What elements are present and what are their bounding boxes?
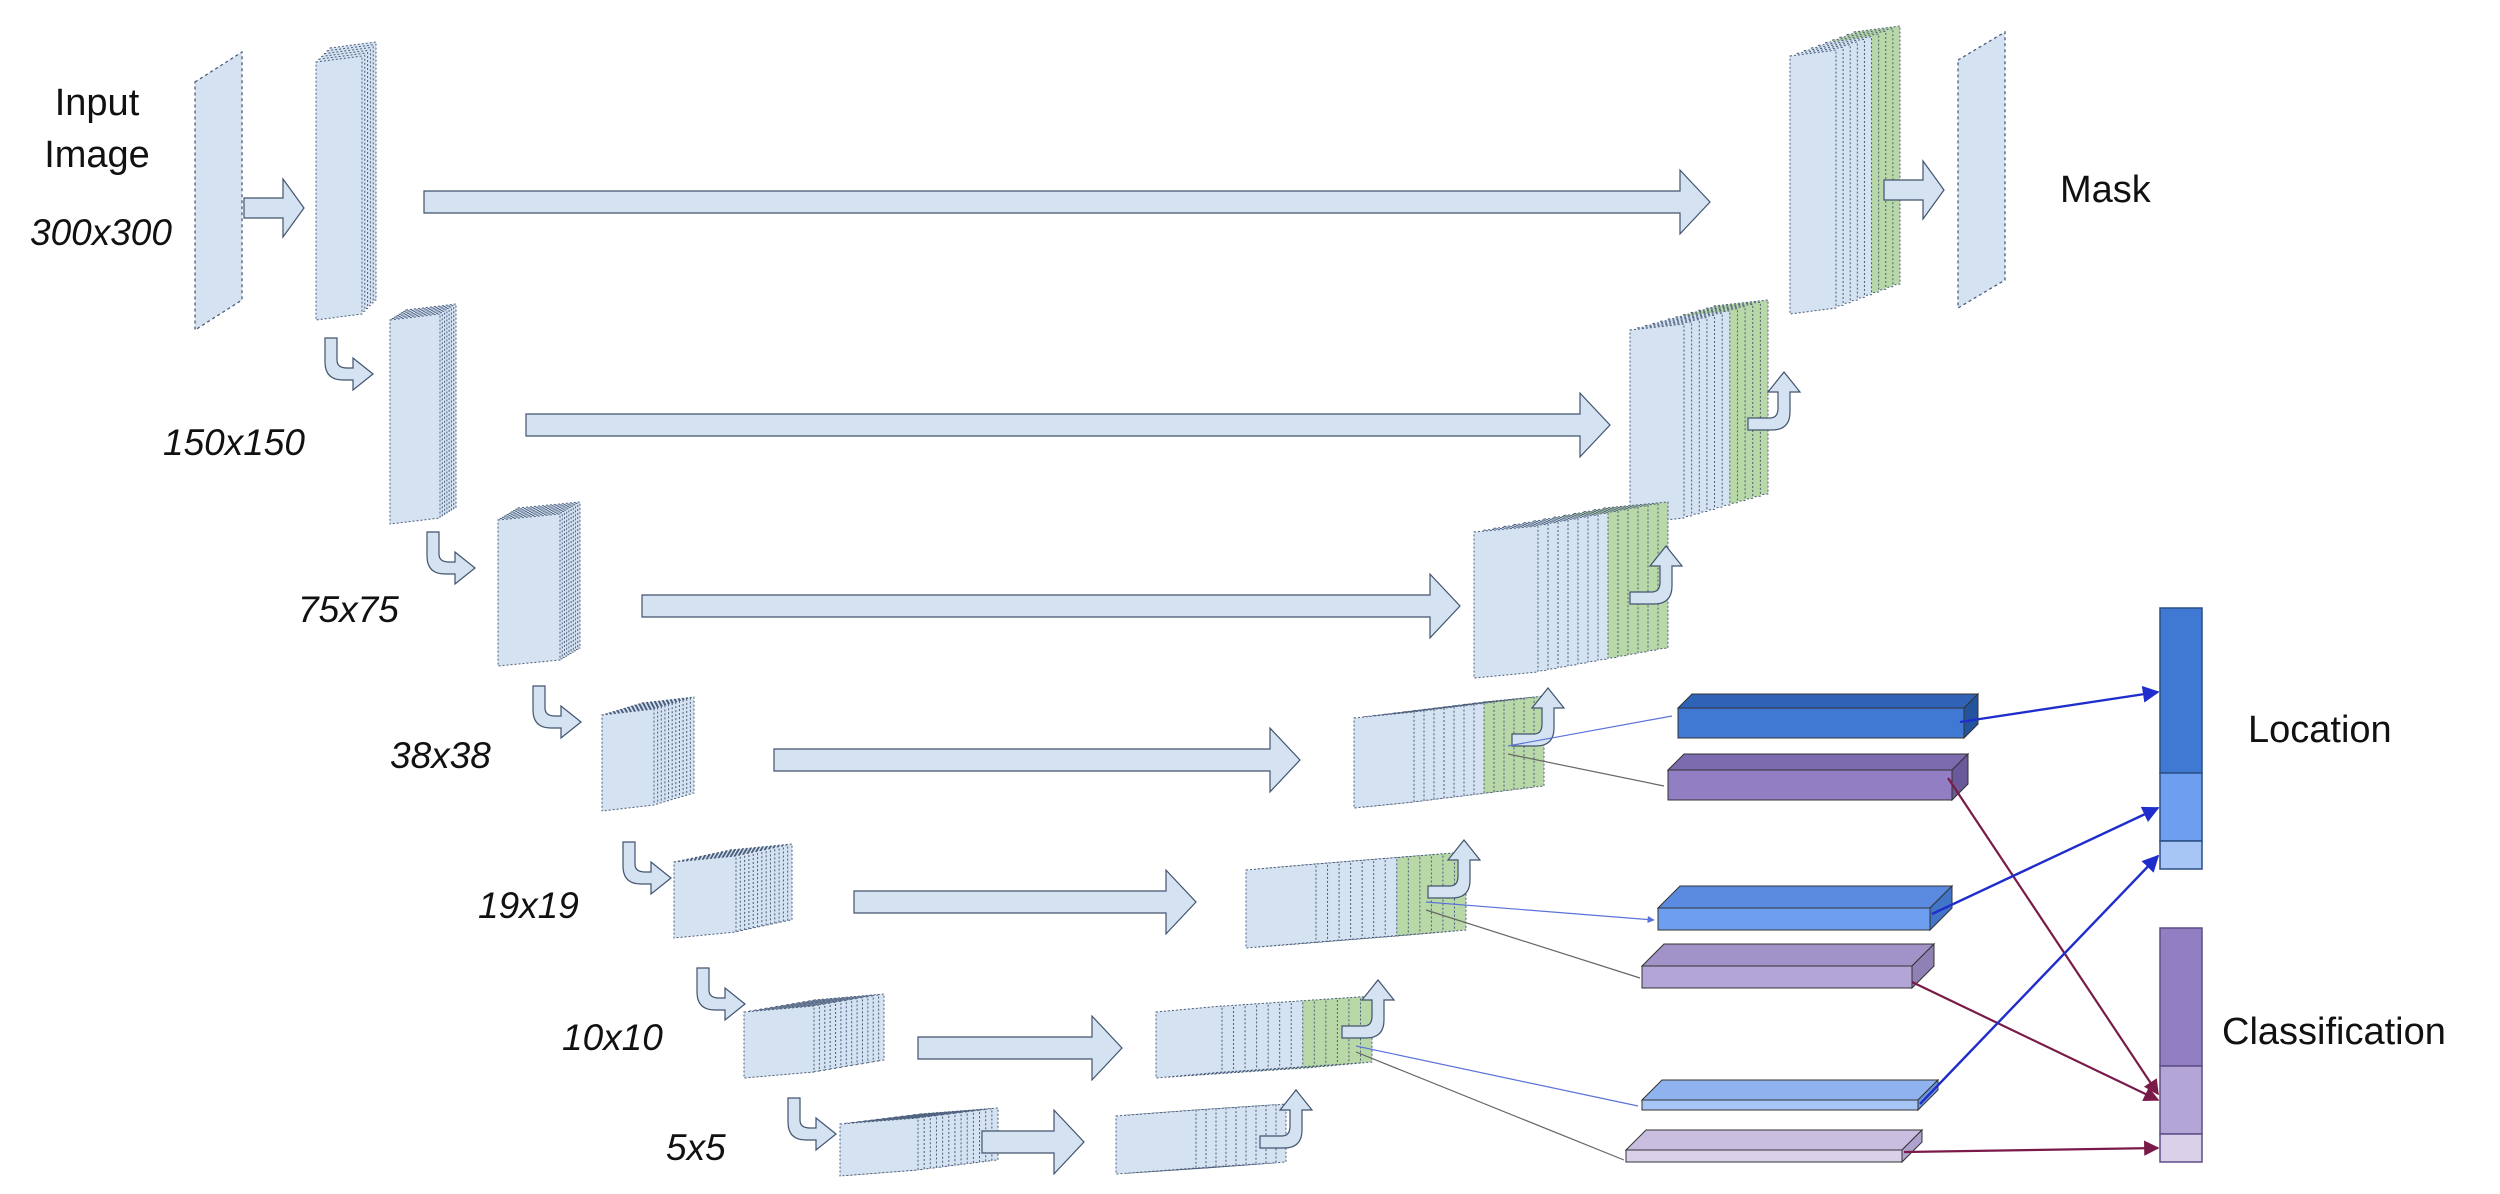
classification-head-bar-38 <box>1666 752 1970 802</box>
classification-label: Classification <box>2222 1011 2446 1053</box>
encoder-stack-300 <box>315 41 377 321</box>
encoder-stack-75 <box>497 501 581 667</box>
down-arrow-1 <box>324 337 374 392</box>
input-to-encoder-arrow <box>243 177 305 239</box>
encoder-stack-10 <box>743 993 885 1079</box>
down-arrow-4 <box>622 841 672 896</box>
location-head-bar-10 <box>1640 1078 1940 1112</box>
thin-link-19-cls <box>1425 909 1641 979</box>
head-to-output-links <box>1355 685 2160 1161</box>
classification-output-segment-1 <box>2159 927 2203 1067</box>
skip-arrow-300 <box>423 168 1711 236</box>
decoder-stack-38 <box>1353 695 1545 809</box>
resolution-label-10: 10x10 <box>562 1017 663 1058</box>
resolution-label-5: 5x5 <box>666 1127 726 1168</box>
encoder-stack-19 <box>673 843 793 939</box>
skip-arrow-19 <box>853 868 1197 936</box>
input-image-sheet <box>194 50 243 332</box>
classification-output-column <box>2159 927 2203 1163</box>
up-arrow-4 <box>1511 687 1566 747</box>
location-output-segment-2 <box>2159 772 2203 842</box>
up-arrow-1 <box>1259 1089 1314 1149</box>
location-head-bar-38 <box>1676 692 1980 740</box>
resolution-label-75: 75x75 <box>298 589 399 630</box>
skip-arrow-38 <box>773 726 1301 794</box>
up-arrow-3 <box>1427 839 1482 899</box>
down-arrow-3 <box>532 685 582 740</box>
decoder-stack-150 <box>1629 299 1769 525</box>
resolution-label-19: 19x19 <box>478 885 579 926</box>
resolution-label-38: 38x38 <box>390 735 491 776</box>
link-38-classification <box>1947 777 2159 1096</box>
thin-link-38-loc <box>1507 715 1673 747</box>
link-38-location <box>1959 685 2160 724</box>
mask-label: Mask <box>2060 169 2152 211</box>
up-arrow-2 <box>1341 979 1396 1039</box>
resolution-label-150: 150x150 <box>163 422 305 463</box>
prediction-heads <box>1624 692 1980 1164</box>
encoder-stack-5 <box>839 1107 999 1177</box>
decoder-stack-5 <box>1115 1103 1287 1175</box>
thin-link-10-cls <box>1355 1051 1625 1161</box>
classification-head-bar-10 <box>1624 1128 1924 1164</box>
encoder-stack-150 <box>389 303 457 525</box>
classification-output-segment-2 <box>2159 1065 2203 1135</box>
connection-arrows <box>243 159 1945 1176</box>
encoder-stack-38 <box>601 696 695 812</box>
thin-link-10-loc <box>1355 1045 1639 1107</box>
thin-link-19-loc <box>1425 901 1655 924</box>
decoder-stack-19 <box>1245 851 1467 949</box>
mask-sheet <box>1957 30 2006 310</box>
input-label-line1: Input <box>55 82 140 124</box>
down-arrow-5 <box>696 967 746 1022</box>
classification-output-segment-3 <box>2159 1133 2203 1163</box>
thin-link-38-cls <box>1507 753 1665 787</box>
skip-arrow-10 <box>917 1014 1123 1082</box>
down-arrow-2 <box>426 531 476 586</box>
link-10-location <box>1919 854 2160 1105</box>
skip-arrow-150 <box>525 391 1611 459</box>
classification-head-bar-19 <box>1640 942 1936 990</box>
decoder-stack-300 <box>1789 25 1901 315</box>
decoder-to-mask-arrow <box>1883 159 1945 221</box>
link-10-classification <box>1903 1140 2160 1156</box>
decoder-stack-10 <box>1155 995 1373 1079</box>
down-arrow-6 <box>787 1097 837 1152</box>
up-arrow-6 <box>1747 371 1802 431</box>
location-label: Location <box>2248 709 2392 751</box>
resolution-label-300: 300x300 <box>30 212 172 253</box>
skip-arrow-5 <box>981 1108 1085 1176</box>
feature-map-stacks <box>194 25 2006 1177</box>
skip-arrow-75 <box>641 572 1461 640</box>
decoder-stack-75 <box>1473 501 1669 679</box>
location-head-bar-19 <box>1656 884 1954 932</box>
input-label-line2: Image <box>44 134 150 176</box>
location-output-segment-1 <box>2159 607 2203 774</box>
link-19-location <box>1931 806 2160 916</box>
link-19-classification <box>1911 981 2160 1101</box>
location-output-column <box>2159 607 2203 870</box>
up-arrow-5 <box>1629 545 1684 605</box>
location-output-segment-3 <box>2159 840 2203 870</box>
